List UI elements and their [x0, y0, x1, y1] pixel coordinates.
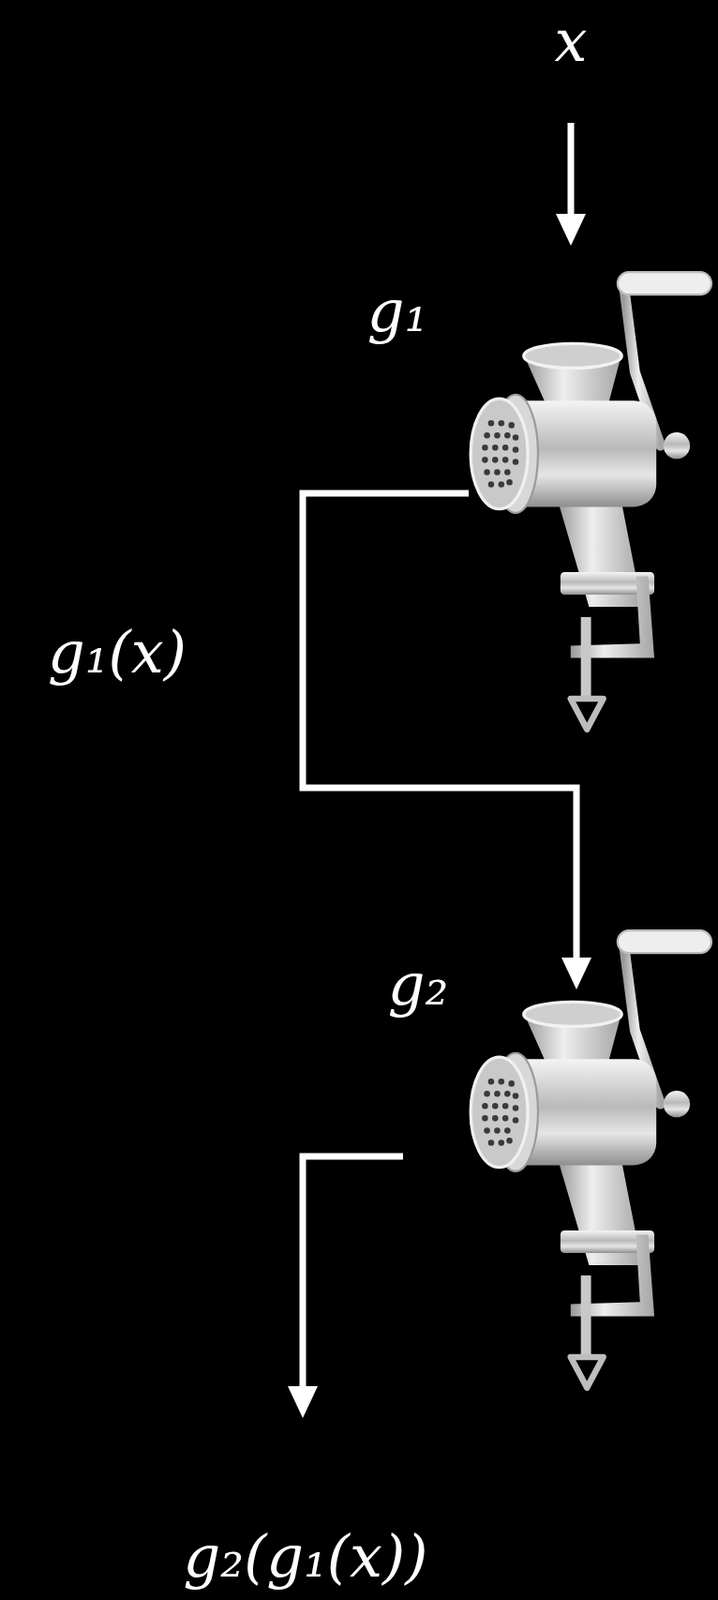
math-label: x	[554, 7, 588, 75]
connector-line	[302, 493, 577, 961]
meat-grinder	[470, 929, 712, 1387]
arrowhead	[561, 957, 592, 989]
input-arrow	[555, 122, 586, 246]
grinder-node: g₂	[468, 988, 715, 1388]
grinder-node: g₁	[468, 330, 715, 730]
meat-grinder	[470, 271, 712, 729]
function-name: g₁	[367, 277, 429, 345]
function-name: g₂	[388, 950, 449, 1018]
output-arrow	[287, 1155, 404, 1418]
math-label: g₂(g₁(x))	[183, 1522, 429, 1589]
edge-label: g₁(x)	[47, 618, 187, 686]
flow-connector	[302, 493, 592, 989]
